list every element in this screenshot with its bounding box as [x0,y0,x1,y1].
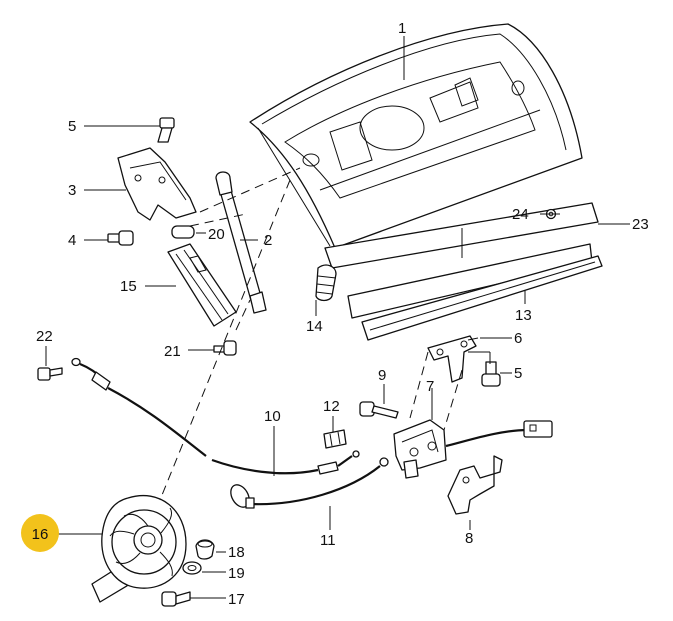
callout-16-highlight[interactable]: 16 [21,514,59,552]
callout-2[interactable]: 2 [264,232,272,249]
callout-5-upper[interactable]: 5 [68,118,76,135]
callout-13[interactable]: 13 [515,307,532,324]
part-8-striker-bracket[interactable] [447,455,503,515]
part-9-bolt[interactable] [359,401,399,419]
callout-9[interactable]: 9 [378,367,386,384]
part-20-spacer[interactable] [171,225,195,239]
callout-12[interactable]: 12 [323,398,340,415]
part-7-latch[interactable] [393,419,447,479]
part-4-bolt[interactable] [107,230,134,246]
callout-17[interactable]: 17 [228,591,245,608]
callout-15[interactable]: 15 [120,278,137,295]
callout-10[interactable]: 10 [264,408,281,425]
part-5-bolt-lower[interactable] [481,361,501,387]
assembly-guide-lines [159,167,463,501]
part-17-bolt[interactable] [161,591,191,607]
callout-22[interactable]: 22 [36,328,53,345]
callout-18[interactable]: 18 [228,544,245,561]
callout-1[interactable]: 1 [398,20,406,37]
part-3-hinge-bracket[interactable] [117,147,197,221]
part-11-pull-cable[interactable] [227,457,389,510]
part-5-bolt-upper[interactable] [157,117,175,143]
callout-6[interactable]: 6 [514,330,522,347]
callout-labels: 1 2 3 4 5 5 6 7 8 9 10 11 12 13 14 15 17… [36,20,649,608]
callout-3[interactable]: 3 [68,182,76,199]
callout-21[interactable]: 21 [164,343,181,360]
callout-5-lower[interactable]: 5 [514,365,522,382]
callout-19[interactable]: 19 [228,565,245,582]
callout-23[interactable]: 23 [632,216,649,233]
part-15-bracket[interactable] [167,243,237,327]
part-19-nut[interactable] [182,561,202,575]
callout-11[interactable]: 11 [320,532,336,549]
callout-7[interactable]: 7 [426,378,434,395]
part-2-gas-strut[interactable] [215,171,267,314]
callout-8[interactable]: 8 [465,530,473,547]
part-16-fan-assembly[interactable] [91,494,187,603]
part-12-clip[interactable] [323,429,347,449]
callout-20[interactable]: 20 [208,226,225,243]
part-6-plate[interactable] [427,335,477,383]
highlight-circle [21,514,59,552]
leader-lines [45,36,630,599]
callout-14[interactable]: 14 [306,318,323,335]
part-13-seal-strip[interactable] [347,243,603,341]
part-18-grommet[interactable] [195,539,215,560]
part-22-screw[interactable] [37,367,63,381]
callout-24[interactable]: 24 [512,206,529,223]
latch-connector-cable [445,420,553,448]
callout-16[interactable]: 16 [32,526,49,543]
callout-4[interactable]: 4 [68,232,76,249]
part-14-buffer[interactable] [315,264,337,302]
part-10-release-cable[interactable] [71,357,360,475]
part-1-hood-panel[interactable] [249,23,583,249]
part-21-bolt[interactable] [213,340,237,356]
